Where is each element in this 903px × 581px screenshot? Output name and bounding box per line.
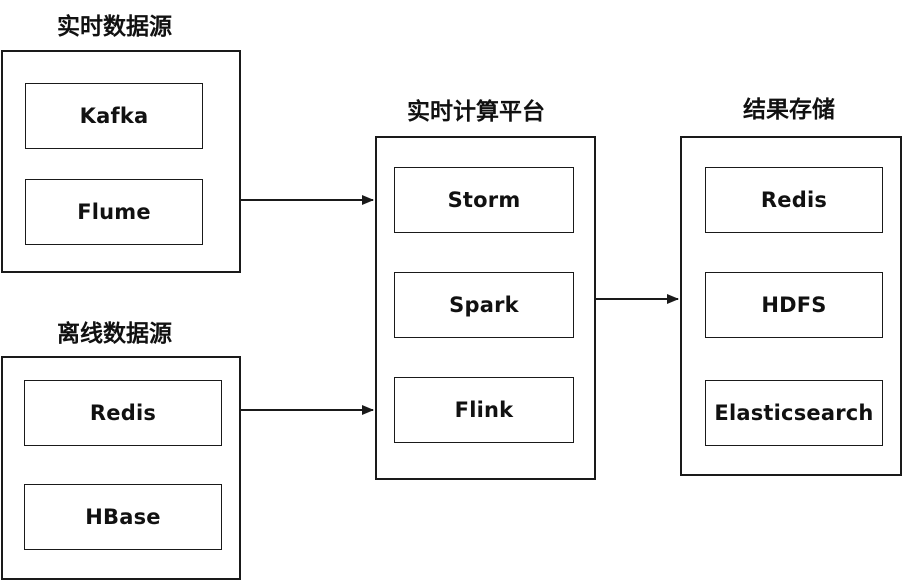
- node-kafka: Kafka: [25, 83, 203, 149]
- result-storage-title: 结果存储: [743, 97, 835, 123]
- node-hbase: HBase: [24, 484, 222, 550]
- offline-sources-title: 离线数据源: [57, 321, 172, 347]
- compute-platform-group: Storm Spark Flink: [375, 136, 596, 480]
- realtime-sources-group: Kafka Flume: [1, 50, 241, 273]
- compute-platform-title: 实时计算平台: [407, 99, 545, 125]
- node-redis-storage: Redis: [705, 167, 883, 233]
- node-hdfs: HDFS: [705, 272, 883, 338]
- node-flume: Flume: [25, 179, 203, 245]
- realtime-sources-title: 实时数据源: [57, 14, 172, 40]
- node-elasticsearch: Elasticsearch: [705, 380, 883, 446]
- node-flink: Flink: [394, 377, 574, 443]
- node-storm: Storm: [394, 167, 574, 233]
- offline-sources-group: Redis HBase: [1, 356, 241, 580]
- node-spark: Spark: [394, 272, 574, 338]
- node-redis-source: Redis: [24, 380, 222, 446]
- result-storage-group: Redis HDFS Elasticsearch: [680, 136, 902, 476]
